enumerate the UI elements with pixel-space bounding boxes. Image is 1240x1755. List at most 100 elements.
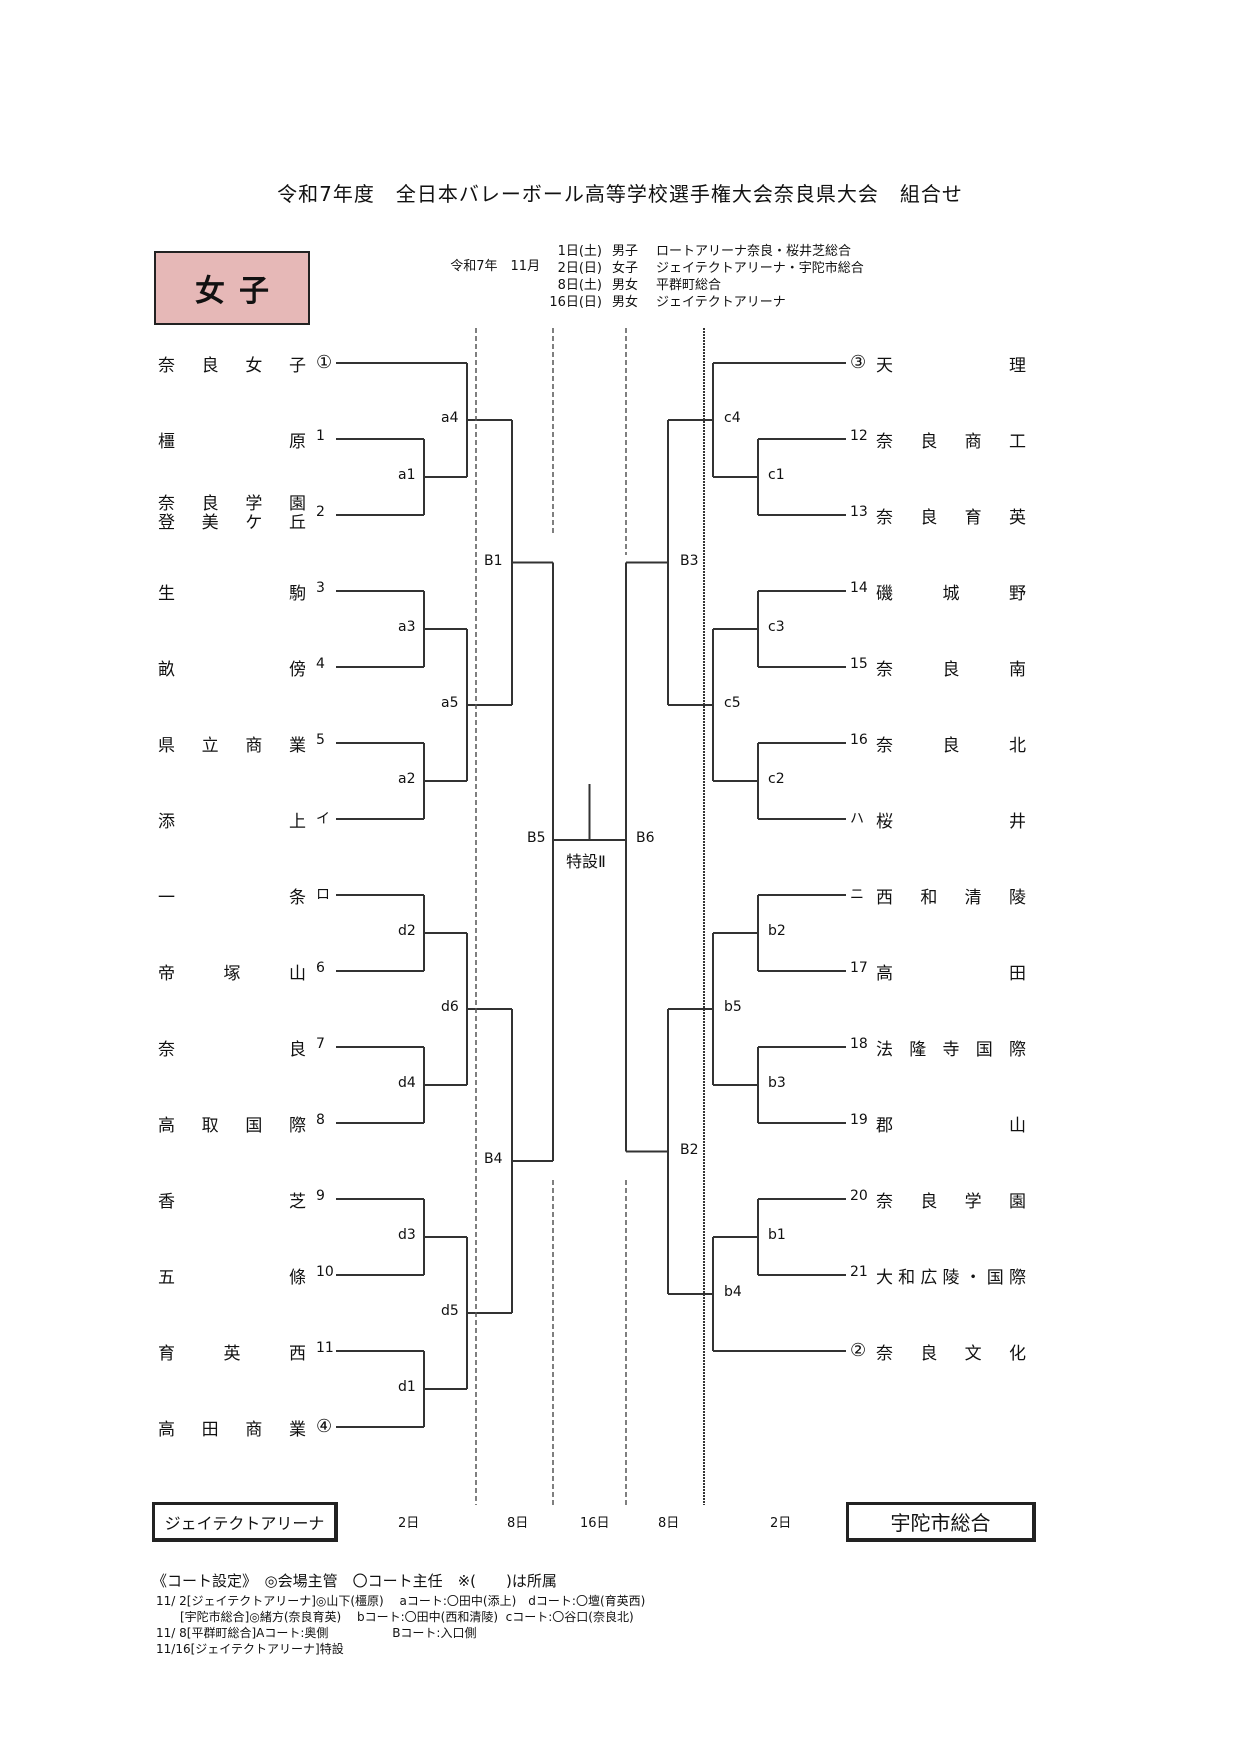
team-name-char: 橿 [158,432,175,452]
team-name-char: 奈 [158,356,175,376]
team-name-char: 美 [201,513,219,533]
match-label-b4: b4 [724,1284,742,1300]
match-label-c5: c5 [724,695,741,711]
match-label-c2: c2 [768,771,785,787]
schedule-row-1: 令和7年 11月 [442,240,540,274]
team-left-10: 奈良 [158,1035,306,1060]
team-name-char: 県 [158,736,175,756]
schedule-gender-3: 男女 [612,278,639,293]
seed-number: ④ [316,1416,333,1437]
match-label-B6: B6 [636,830,655,846]
team-name-char: 寺 [942,1040,960,1060]
team-name-char: 清 [964,888,982,908]
team-right-13: 大和広陵・国際 [876,1263,1026,1288]
seed-number: 19 [850,1112,868,1128]
team-name-char: 駒 [289,584,306,604]
seed-number: 13 [850,504,868,520]
team-name: 高田商業 [158,1415,306,1440]
match-label-a5: a5 [441,695,459,711]
team-name-char: 桜 [876,812,893,832]
schedule-venue-2: ジェイテクトアリーナ・宇陀市総合 [656,261,864,276]
team-name: 県立商業 [158,731,306,756]
team-right-11: 郡山 [876,1111,1026,1136]
court-note-line: 11/ 2[ジェイテクトアリーナ]◎山下(橿原) aコート:〇田中(添上) dコ… [156,1594,646,1608]
team-name-char: ・ [964,1268,982,1288]
match-label-a1: a1 [398,467,416,483]
team-name-char: 良 [201,494,219,514]
seed-number: 4 [316,656,325,672]
team-left-9: 帝塚山 [158,959,306,984]
seed-number: 7 [316,1036,325,1052]
team-name-char: 業 [288,736,306,756]
schedule-day-4: 16日(日) [549,295,602,310]
match-label-b3: b3 [768,1075,786,1091]
team-name-char: 傍 [289,660,306,680]
team-name: 奈良学園 [158,495,306,514]
team-name-char: 化 [1008,1344,1026,1364]
seed-number: イ [316,811,330,827]
team-name-char: 陵 [942,1268,960,1288]
team-left-1: 奈良女子 [158,351,306,376]
team-name-char: 立 [201,736,219,756]
schedule-venue-4: ジェイテクトアリーナ [656,295,786,310]
team-name-char: 郡 [876,1116,893,1136]
team-name: 香芝 [158,1187,306,1212]
seed-number: 12 [850,428,868,444]
team-name-char: 井 [1009,812,1026,832]
team-name-char: 良 [201,356,219,376]
court-note-line: [宇陀市総合]◎緒方(奈良育英) bコート:〇田中(西和清陵) cコート:〇谷口… [156,1610,634,1624]
team-name-char: 陵 [1008,888,1026,908]
team-left-2: 橿原 [158,427,306,452]
match-label-b2: b2 [768,923,786,939]
team-name-char: 奈 [876,508,893,528]
team-right-7: 桜井 [876,807,1026,832]
day-label-final: 16日 [580,1516,610,1531]
seed-number: ① [316,352,333,373]
team-right-12: 奈良学園 [876,1187,1026,1212]
team-name-char: 北 [1009,736,1026,756]
team-name-char: 際 [1009,1040,1026,1060]
team-name-char: 山 [1009,1116,1026,1136]
team-name-char: 五 [158,1268,175,1288]
team-left-8: 一条 [158,883,306,908]
team-name-char: 磯 [876,584,893,604]
schedule-gender-1: 男子 [612,244,639,259]
day-label-left-r1: 2日 [398,1516,420,1531]
schedule-prefix: 令和7年 11月 [450,259,541,274]
seed-number: 10 [316,1264,334,1280]
final-match-label: 特設Ⅱ [566,852,606,871]
team-name: 育英西 [158,1339,306,1364]
team-name-char: 城 [942,584,960,604]
team-name: 帝塚山 [158,959,306,984]
team-name-char: 学 [245,494,263,514]
team-left-3: 奈良学園登美ケ丘 [158,495,306,533]
seed-number: 6 [316,960,325,976]
team-name-char: 園 [1008,1192,1026,1212]
team-name-char: 芝 [289,1192,306,1212]
team-name-char: 良 [920,1192,938,1212]
team-name-char: 高 [158,1420,175,1440]
team-name-char: 育 [158,1344,175,1364]
match-label-a4: a4 [441,410,459,426]
seed-number: 5 [316,732,325,748]
team-name-char: 良 [920,1344,938,1364]
seed-number: 15 [850,656,868,672]
match-label-a3: a3 [398,619,416,635]
seed-number: ② [850,1340,867,1361]
match-label-d5: d5 [441,1303,459,1319]
team-name-char: 和 [920,888,938,908]
team-right-10: 法隆寺国際 [876,1035,1026,1060]
team-name-char: 奈 [876,736,893,756]
team-name-char: 高 [876,964,893,984]
team-name: 高取国際 [158,1111,306,1136]
team-right-3: 奈良育英 [876,503,1026,528]
team-left-13: 五條 [158,1263,306,1288]
team-name: 一条 [158,883,306,908]
team-name-char: 奈 [876,1192,893,1212]
seed-number: 1 [316,428,325,444]
seed-number: 3 [316,580,325,596]
team-name-char: 際 [1008,1268,1026,1288]
team-name-char: 西 [876,888,893,908]
team-name: 橿原 [158,427,306,452]
